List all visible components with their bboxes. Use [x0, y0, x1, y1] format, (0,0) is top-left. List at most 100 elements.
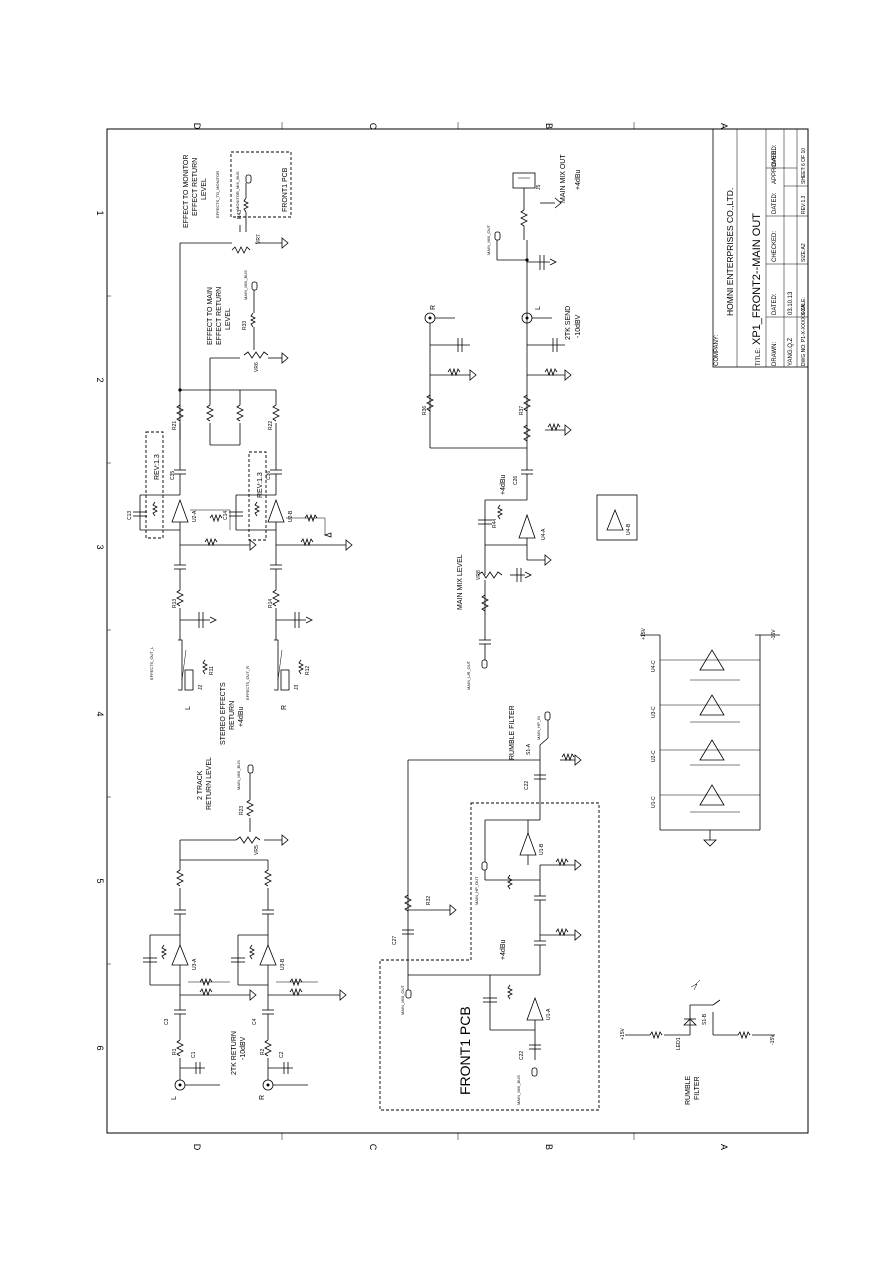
- ref-j5: J5: [536, 185, 542, 191]
- net-main-mix-out: MAIN_MIX_OUT: [400, 984, 405, 1015]
- ref-r23: R23: [239, 806, 245, 815]
- ref-opamp: U1-A: [546, 1008, 552, 1020]
- net-main-bus: MAIN_MIX_BUS: [516, 1075, 521, 1105]
- company-name: HOMNI ENTERPRISES CO.,LTD.: [725, 188, 735, 316]
- dated-label: DATED:: [772, 192, 778, 214]
- spare-opamp: U4-B: [596, 494, 638, 541]
- row-letter: C: [368, 123, 378, 130]
- ref-c36: C36: [266, 471, 272, 480]
- row-letter: D: [192, 123, 202, 130]
- ref-vr: VR6: [254, 362, 260, 372]
- title-block: COMPANY: HOMNI ENTERPRISES CO.,LTD. TITL…: [712, 128, 809, 368]
- ref-opamp: U4-B: [626, 523, 632, 535]
- supply-pos: +15V: [620, 1028, 626, 1040]
- channel-l: L: [535, 306, 542, 310]
- ref-r14: R14: [268, 599, 274, 608]
- ref-vr: VR7: [256, 234, 262, 244]
- ref-c26: C26: [513, 476, 519, 485]
- ref-c2: C2: [279, 1051, 285, 1058]
- opamp-u3a: [171, 943, 189, 966]
- ref-opamp: U3-C: [651, 706, 657, 718]
- effect-main-section: EFFECT TO MAIN EFFECT RETURN LEVEL MAIN_…: [207, 270, 289, 390]
- col-number: 5: [95, 878, 105, 883]
- ref-r44: R44: [492, 519, 498, 528]
- front1-pcb-label: FRONT1 PCB: [282, 167, 289, 212]
- ref-opamp: U2-A: [192, 510, 198, 522]
- ref-c22: C22: [524, 781, 530, 790]
- ref-opamp: U3-A: [192, 958, 198, 970]
- ref-r11: R11: [209, 666, 215, 675]
- row-letters-bottom: D C B A: [192, 1144, 729, 1151]
- effect-monitor-section: EFFECT TO MONITOR EFFECT RETURN LEVEL FR…: [180, 151, 292, 254]
- decoupling-row: U2-C: [651, 739, 760, 766]
- ref-r2: R2: [260, 1048, 266, 1055]
- ref-r1: R1: [172, 1048, 178, 1055]
- label-plus4: +4dBu: [500, 939, 507, 960]
- ref-c1: C1: [191, 1051, 197, 1058]
- company-label: COMPANY:: [714, 334, 720, 366]
- ref-r22: R22: [268, 421, 274, 430]
- decoupling-row: U1-C: [651, 784, 760, 813]
- col-number: 4: [95, 711, 105, 716]
- title-label: TITLE:: [756, 348, 762, 366]
- label-stereo-return: RETURN: [229, 701, 236, 730]
- opamp-u1a: [526, 996, 544, 1021]
- ref-r36: R36: [422, 406, 428, 415]
- label-stereo-return: STEREO EFFECTS: [220, 682, 227, 745]
- sheet-label: SHEET:: [801, 166, 807, 184]
- channel-l: L: [171, 1096, 178, 1100]
- ref-r43: R43: [237, 210, 243, 219]
- label-2track: RETURN LEVEL: [206, 757, 213, 810]
- opamp-u1b: [519, 831, 537, 856]
- rumble-led-section: RUMBLE FILTER +15V LED1 S1-B -15V: [620, 979, 776, 1105]
- channel-r: R: [430, 305, 437, 310]
- front1-pcb-box: [230, 151, 292, 218]
- col-number: 2: [95, 377, 105, 382]
- supply-pos: +15V: [641, 628, 647, 640]
- drawing-title: XP1_FRONT2--MAIN OUT: [751, 213, 763, 345]
- ref-r33: R33: [242, 321, 248, 330]
- net-main-lr-out: MAIN_L/R_OUT: [466, 660, 471, 690]
- row-letter: B: [544, 1144, 554, 1150]
- label-main-mix-out: +4dBu: [575, 169, 582, 190]
- label-stereo-return: +4dBu: [238, 706, 245, 727]
- drawn-label: DRAWN:: [772, 342, 778, 366]
- ref-opamp: U1-B: [539, 843, 545, 855]
- opamp-u4a: [518, 513, 536, 539]
- drawn-by: YANG.Q.Z: [788, 337, 794, 366]
- power-decoupling: +15V -15V U4-C U3-C U2-C U1-: [640, 628, 780, 847]
- rev-box-label: REV:1.3: [257, 472, 264, 498]
- label-rumble-filter: RUMBLE FILTER: [509, 705, 516, 760]
- label-effect-monitor: EFFECT RETURN: [192, 158, 199, 216]
- supply-neg: -15V: [770, 1034, 776, 1045]
- ref-r13: R13: [172, 599, 178, 608]
- channel-l: L: [185, 706, 192, 710]
- ref-opamp: U2-B: [288, 510, 294, 522]
- row-letter: A: [719, 1144, 729, 1150]
- label-plus4: +4dBu: [500, 474, 507, 495]
- ref-switch: S1-A: [526, 743, 532, 755]
- ref-r32: R32: [426, 896, 432, 905]
- approved-label: APPROVED:: [772, 149, 778, 184]
- decoupling-row: U3-C: [651, 694, 760, 723]
- label-2track: 2 TRACK: [197, 770, 204, 800]
- dated-label: DATED:: [772, 293, 778, 315]
- rev-label: REV:1.3: [801, 195, 807, 214]
- row-letter: C: [368, 1144, 378, 1151]
- ref-c29: C22: [519, 1051, 525, 1060]
- row-letter: D: [192, 1144, 202, 1151]
- row-letter: B: [544, 123, 554, 129]
- label-2tk-return: 2TK RETURN: [231, 1031, 238, 1075]
- ref-r37: R37: [519, 406, 525, 415]
- ref-led: LED1: [676, 1037, 682, 1050]
- label-main-mix-level: MAIN MIX LEVEL: [457, 554, 464, 610]
- ref-c4: C4: [252, 1018, 258, 1025]
- label-rumble-led: RUMBLE: [685, 1075, 692, 1105]
- channel-r: R: [259, 1095, 266, 1100]
- ref-j2: J2: [198, 685, 204, 691]
- ref-opamp: U4-A: [541, 528, 547, 540]
- opamp-u3b: [259, 943, 277, 966]
- effects-return-amps: R21 R22 C35 C36 REV:1.3 REV:1.3 U2-A U2-…: [127, 243, 353, 745]
- rev-box: [248, 451, 267, 541]
